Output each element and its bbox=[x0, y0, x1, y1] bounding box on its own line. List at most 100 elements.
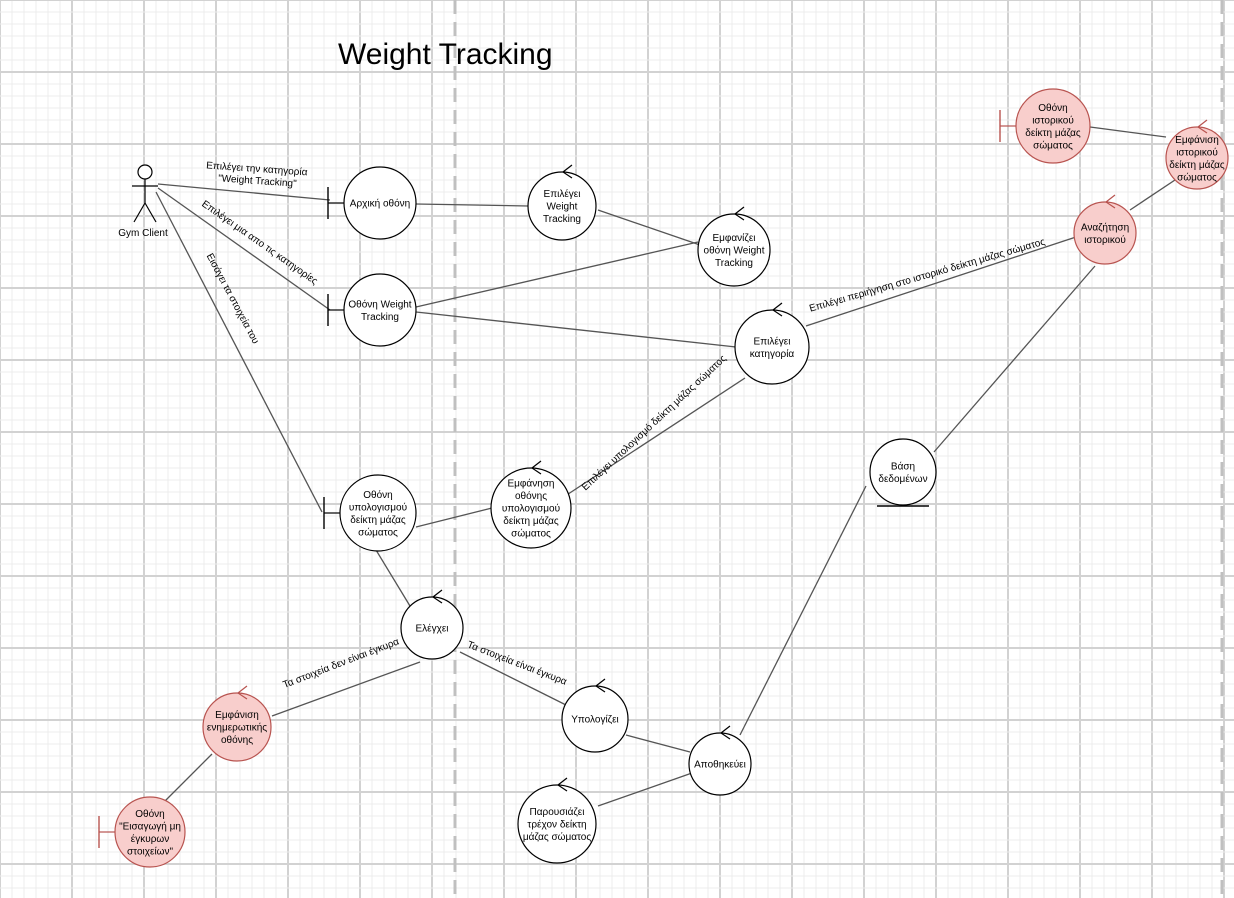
node-label-line: Επιλέγει bbox=[754, 335, 791, 347]
edge-label-actor-othoni-ypol: Εισάγει τα στοιχεία του bbox=[204, 251, 262, 346]
node-label-line: Υπολογίζει bbox=[571, 714, 619, 726]
node-label-line: κατηγορία bbox=[750, 348, 795, 360]
edge-actor-othoni-ypol[interactable] bbox=[155, 191, 323, 513]
edge-label-actor-arxiki: Επιλέγει την κατηγορία "Weight Tracking" bbox=[205, 159, 311, 190]
node-label-line: οθόνης bbox=[221, 734, 253, 746]
edges bbox=[155, 126, 1191, 807]
control-arrow-mark bbox=[1104, 194, 1116, 209]
node-label-line: δείκτη μάζας bbox=[1169, 159, 1225, 171]
node-label-line: δείκτη μάζας bbox=[1025, 127, 1081, 139]
edge-apothikeui-vasi[interactable] bbox=[739, 485, 867, 736]
edge-label-kat-emfanisi: Επιλέγει υπολογισμό δείκτη μάζας σώματος bbox=[579, 352, 729, 493]
node-shape bbox=[697, 213, 771, 287]
control-arrow-mark bbox=[1196, 119, 1208, 134]
node-shape bbox=[1073, 201, 1137, 265]
node-label-line: υπολογισμού bbox=[502, 503, 560, 515]
node-arxiki[interactable]: Αρχική οθόνη bbox=[327, 166, 417, 240]
node-label-line: Tracking bbox=[715, 258, 753, 269]
control-arrow-mark bbox=[594, 678, 606, 693]
node-label-line: Εμφάνηση bbox=[508, 478, 555, 490]
node-label-line: ενημερωτικής bbox=[207, 722, 267, 734]
diagram-title: Weight Tracking bbox=[338, 38, 553, 71]
node-label-line: Παρουσιάζει bbox=[530, 806, 585, 818]
node-shape bbox=[202, 692, 272, 762]
node-elegxei[interactable]: Ελέγχει bbox=[400, 589, 464, 660]
node-label-line: δείκτη μάζας bbox=[350, 514, 406, 526]
edge-actor-arxiki[interactable] bbox=[157, 183, 331, 201]
node-shape bbox=[688, 732, 752, 796]
edge-othoni-ypol-elegxei[interactable] bbox=[375, 549, 411, 607]
node-label-line: οθόνης bbox=[515, 490, 547, 502]
node-label-line: Οθόνη bbox=[135, 808, 164, 820]
edge-othoni-istor-emfanisi[interactable] bbox=[1089, 126, 1167, 138]
node-label-line: υπολογισμού bbox=[349, 501, 407, 513]
node-label: Αρχική οθόνη bbox=[350, 198, 410, 210]
edge-arxiki-epilegei-wt[interactable] bbox=[415, 203, 529, 207]
edge-label-elegxei-invalid: Τα στοιχεία δεν είναι έγκυρα bbox=[281, 635, 401, 691]
node-label-line: Αναζήτηση bbox=[1081, 221, 1129, 233]
node-apothikeui[interactable]: Αποθηκεύει bbox=[688, 725, 752, 796]
node-shape bbox=[527, 171, 597, 241]
node-label-line: δεδομένων bbox=[878, 473, 927, 485]
edge-apothikeui-parousiazei[interactable] bbox=[597, 772, 693, 807]
edge-elegxei-enimerotiki[interactable] bbox=[271, 661, 421, 717]
edge-actor-othoni-wt[interactable] bbox=[157, 187, 331, 311]
node-shape bbox=[400, 596, 464, 660]
edge-epilegei-wt-emfanizei[interactable] bbox=[597, 209, 701, 246]
node-label-line: "Εισαγωγή μη bbox=[119, 820, 181, 832]
control-arrow-mark bbox=[431, 589, 443, 604]
node-ypologizei[interactable]: Υπολογίζει bbox=[561, 678, 629, 753]
node-label-line: σώματος bbox=[511, 528, 551, 540]
edge-othoni-ypol-emfanisi[interactable] bbox=[415, 507, 493, 528]
edge-elegxei-ypologizei[interactable] bbox=[459, 651, 569, 707]
control-arrow-mark bbox=[561, 164, 573, 179]
actor-label: Gym Client bbox=[118, 228, 168, 239]
node-label-line: ιστορικού bbox=[1084, 234, 1126, 246]
edge-othoni-wt-emfanizei[interactable] bbox=[415, 241, 699, 308]
control-arrow-mark bbox=[771, 302, 783, 317]
node-shape bbox=[1015, 88, 1091, 164]
control-arrow-mark bbox=[719, 725, 731, 740]
edge-ypologizei-apothikeui[interactable] bbox=[625, 734, 691, 753]
node-label-line: Tracking bbox=[361, 312, 399, 323]
node-label-line: δείκτη μάζας bbox=[503, 515, 559, 527]
node-label-line: Βάση bbox=[891, 460, 915, 472]
node-label-line: ιστορικού bbox=[1032, 114, 1074, 126]
edge-othoni-wt-kat[interactable] bbox=[415, 311, 737, 348]
node-shape bbox=[517, 784, 597, 864]
edge-kat-emfanisi-ypol[interactable] bbox=[555, 377, 746, 503]
node-shape bbox=[869, 438, 937, 506]
node-shape bbox=[490, 467, 572, 549]
node-label-line: Εμφάνιση bbox=[215, 709, 259, 721]
node-shape bbox=[561, 685, 629, 753]
edge-anazitisi-vasi[interactable] bbox=[933, 265, 1096, 453]
edge-labels: Επιλέγει την κατηγορία "Weight Tracking"… bbox=[199, 159, 1046, 691]
edge-kat-anazitisi[interactable] bbox=[805, 236, 1077, 327]
node-label-line: μάζας σώματος bbox=[523, 831, 592, 843]
node-label-line: Εμφάνιση bbox=[1175, 134, 1219, 146]
edge-enimerotiki-othoni-eisag[interactable] bbox=[161, 753, 213, 805]
actor-gym-client[interactable]: Gym Client bbox=[118, 164, 168, 239]
node-shape bbox=[343, 166, 417, 240]
